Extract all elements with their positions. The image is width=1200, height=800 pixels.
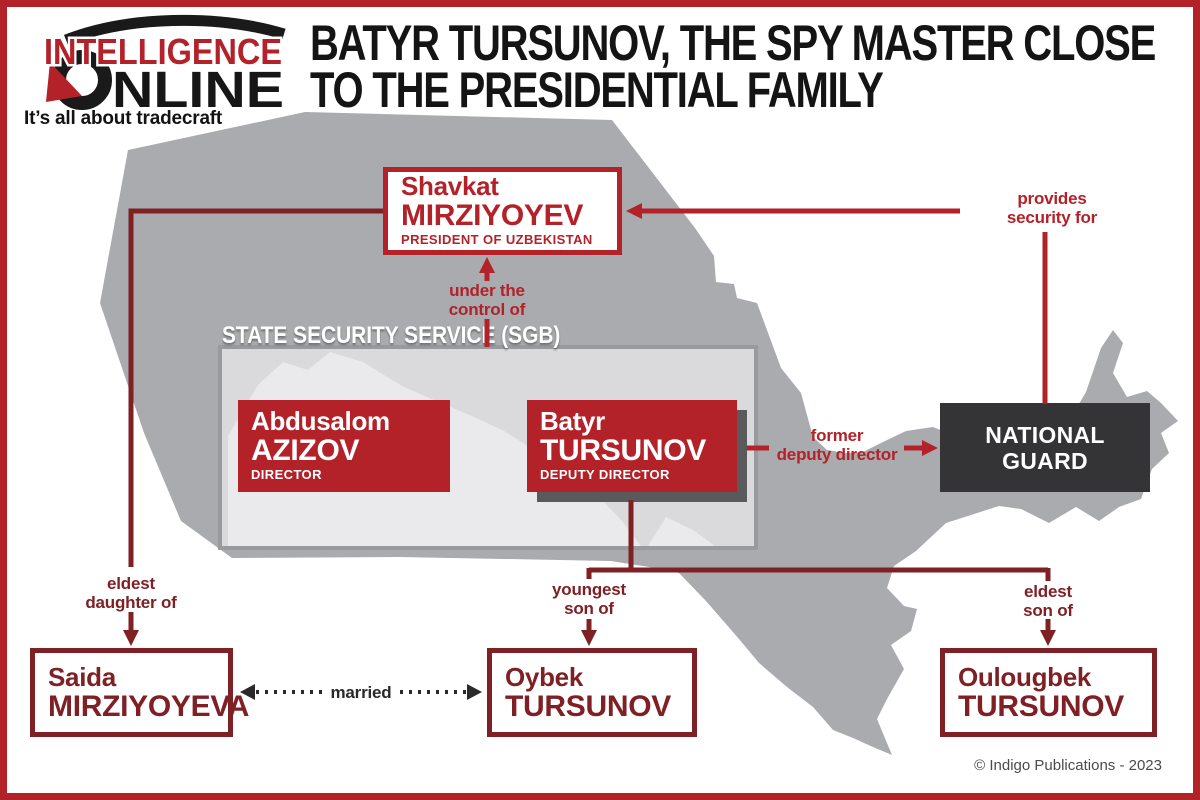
person-role: DEPUTY DIRECTOR (540, 467, 670, 482)
sgb-title: STATE SECURITY SERVICE (SGB) (222, 322, 561, 349)
connector-provides-security (626, 203, 1048, 404)
person-last-name: TURSUNOV (958, 689, 1124, 723)
arrow-left-icon (626, 203, 642, 219)
person-last-name: AZIZOV (251, 434, 360, 467)
node-oybek-tursunov: Oybek TURSUNOV (487, 648, 697, 737)
node-oulougbek-tursunov: Oulougbek TURSUNOV (940, 648, 1157, 737)
person-last-name: TURSUNOV (505, 689, 671, 723)
node-abdusalom-azizov: Abdusalom AZIZOV DIRECTOR (238, 400, 450, 492)
connector-under-control (479, 257, 495, 347)
person-role: DIRECTOR (251, 467, 322, 482)
person-first-name: Saida (48, 661, 116, 692)
person-first-name: Shavkat (401, 171, 499, 201)
connector-sons-branch (581, 500, 1056, 646)
node-batyr-tursunov: Batyr TURSUNOV DEPUTY DIRECTOR (527, 400, 737, 492)
label-married: married (330, 683, 392, 702)
page-title: BATYR TURSUNOV, THE SPY MASTER CLOSE TO … (310, 15, 1200, 118)
node-national-guard: NATIONAL GUARD (940, 403, 1150, 492)
logo-arc-swoosh (63, 14, 286, 46)
connector-eldest-daughter (123, 208, 383, 646)
label-former-deputy: former deputy director (776, 426, 898, 464)
org-name: NATIONAL GUARD (985, 421, 1105, 474)
logo-red-wedge (46, 62, 82, 102)
label-youngest-son: youngest son of (552, 580, 626, 618)
intelligence-online-logo: INTELLIGENCE NLINE (42, 14, 286, 114)
connector-married (240, 684, 482, 700)
person-last-name: MIRZIYOYEV (401, 199, 584, 232)
arrow-down-icon (581, 630, 597, 646)
label-eldest-son: eldest son of (1023, 582, 1073, 620)
label-eldest-daughter: eldest daughter of (85, 574, 177, 612)
connector-former-deputy (747, 440, 938, 456)
logo-word-intelligence: INTELLIGENCE (44, 31, 282, 72)
person-first-name: Batyr (540, 406, 605, 436)
person-first-name: Oybek (505, 661, 583, 692)
node-shavkat-mirziyoyev: Shavkat MIRZIYOYEV PRESIDENT OF UZBEKIST… (383, 167, 622, 255)
label-under-control: under the control of (448, 281, 526, 319)
label-provides-security: provides security for (1006, 189, 1098, 227)
sgb-fragment-shape-right (648, 517, 715, 546)
arrow-left-icon (240, 684, 255, 700)
page-title-line1: BATYR TURSUNOV, THE SPY MASTER CLOSE (310, 15, 1156, 71)
page-title-line2: TO THE PRESIDENTIAL FAMILY (310, 62, 884, 118)
person-last-name: TURSUNOV (540, 434, 706, 467)
person-role: PRESIDENT OF UZBEKISTAN (401, 232, 593, 247)
person-first-name: Abdusalom (251, 406, 390, 436)
arrow-down-icon (1040, 630, 1056, 646)
arrow-right-icon (467, 684, 482, 700)
arrow-down-icon (123, 630, 139, 646)
logo-word-nline: NLINE (112, 61, 284, 114)
person-first-name: Oulougbek (958, 661, 1092, 692)
brand-tagline: It’s all about tradecraft (24, 108, 223, 129)
person-last-name: MIRZIYOYEVA (48, 689, 250, 723)
copyright-notice: © Indigo Publications - 2023 (974, 757, 1162, 774)
arrow-up-icon (479, 257, 495, 273)
arrow-right-icon (922, 440, 938, 456)
node-saida-mirziyoyeva: Saida MIRZIYOYEVA (30, 648, 250, 737)
